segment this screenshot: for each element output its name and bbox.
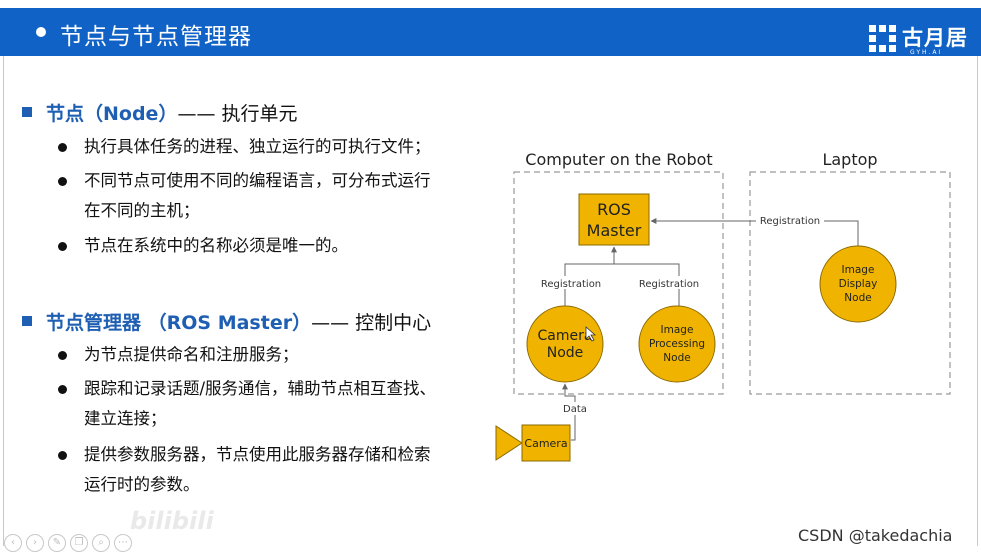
square-bullet-icon	[22, 316, 32, 326]
section-heading-rest: —— 控制中心	[311, 312, 432, 334]
list-item: 跟踪和记录话题/服务通信，辅助节点相互查找、 建立连接；	[58, 379, 437, 429]
csdn-credit: CSDN @takedachia	[798, 526, 953, 545]
image-processing-node-circle	[638, 305, 716, 383]
previous-icon[interactable]: ‹	[4, 534, 22, 552]
camera-node-label-2: Node	[547, 345, 584, 361]
bullet-dot-icon	[58, 451, 67, 460]
bullet-dot-icon	[58, 143, 67, 152]
list-item-text: 节点在系统中的名称必须是唯一的。	[84, 236, 348, 255]
image-processing-label-3: Node	[663, 352, 690, 364]
laptop-label: Laptop	[822, 150, 877, 169]
list-item-text-cont: 运行时的参数。	[84, 475, 200, 494]
image-processing-label-2: Processing	[649, 338, 705, 350]
list-item: 执行具体任务的进程、独立运行的可执行文件；	[58, 137, 431, 157]
laptop-registration-arrow	[650, 218, 859, 246]
frame-line-left	[3, 56, 4, 546]
data-label: Data	[563, 404, 587, 415]
list-item: 提供参数服务器，节点使用此服务器存储和检索 运行时的参数。	[58, 445, 431, 495]
logo-text: 古月居	[902, 26, 968, 50]
data-arrow	[562, 383, 576, 441]
square-bullet-icon	[22, 107, 32, 117]
ros-master-label-1: ROS	[597, 200, 631, 219]
label-bg	[756, 214, 824, 227]
registration-label-mid: Registration	[639, 279, 699, 290]
title-bullet-dot	[36, 27, 46, 37]
player-controls: ‹›✎❐⌕⋯	[4, 530, 136, 552]
image-display-label-2: Display	[839, 278, 878, 290]
camera-device-label: Camera	[524, 437, 567, 450]
section-heading-master: 节点管理器 （ROS Master）—— 控制中心	[22, 308, 431, 335]
next-icon[interactable]: ›	[26, 534, 44, 552]
robot-computer-box	[513, 171, 724, 395]
section-heading-node: 节点（Node）—— 执行单元	[22, 99, 298, 126]
list-item-text: 执行具体任务的进程、独立运行的可执行文件；	[84, 137, 431, 156]
list-item: 节点在系统中的名称必须是唯一的。	[58, 236, 348, 256]
pen-icon[interactable]: ✎	[48, 534, 66, 552]
list-item-text-cont: 建立连接；	[84, 409, 167, 428]
registration-label-laptop: Registration	[760, 216, 820, 227]
image-display-label-1: Image	[842, 264, 875, 276]
label-bg	[536, 276, 606, 289]
list-item-text: 提供参数服务器，节点使用此服务器存储和检索	[84, 445, 431, 464]
label-bg	[634, 276, 704, 289]
section-heading-bold: 节点（Node）	[46, 103, 178, 125]
label-bg	[561, 402, 589, 415]
zoom-icon[interactable]: ⌕	[92, 534, 110, 552]
bullet-dot-icon	[58, 385, 67, 394]
registration-label-left: Registration	[541, 279, 601, 290]
list-item: 为节点提供命名和注册服务；	[58, 345, 299, 365]
slide-title: 节点与节点管理器	[60, 24, 252, 50]
frame-line-right	[977, 56, 978, 546]
image-display-node-circle	[819, 245, 897, 323]
laptop-box	[749, 171, 951, 395]
brand-logo: 古月居 GYH.AI	[866, 22, 974, 58]
section-heading-rest: —— 执行单元	[177, 103, 298, 125]
title-bar: 节点与节点管理器 古月居 GYH.AI	[0, 8, 981, 56]
more-icon[interactable]: ⋯	[114, 534, 132, 552]
image-processing-label-1: Image	[661, 324, 694, 336]
list-item-text-cont: 在不同的主机；	[84, 201, 200, 220]
bullet-dot-icon	[58, 351, 67, 360]
camera-device-box	[521, 424, 571, 462]
list-item: 不同节点可使用不同的编程语言，可分布式运行 在不同的主机；	[58, 171, 431, 221]
list-item-text: 为节点提供命名和注册服务；	[84, 345, 299, 364]
ros-master-label-2: Master	[587, 221, 642, 240]
copy-icon[interactable]: ❐	[70, 534, 88, 552]
bilibili-watermark: bilibili	[130, 507, 214, 535]
logo-subtext: GYH.AI	[910, 49, 943, 56]
ros-master-box	[578, 193, 650, 246]
logo-mark-icon	[869, 25, 896, 52]
bullet-dot-icon	[58, 242, 67, 251]
list-item-text: 不同节点可使用不同的编程语言，可分布式运行	[84, 171, 431, 190]
camera-node-label-1: Camera	[538, 328, 593, 344]
list-item-text: 跟踪和记录话题/服务通信，辅助节点相互查找、	[84, 379, 437, 398]
section-heading-bold: 节点管理器 （ROS Master）	[46, 312, 312, 334]
bullet-dot-icon	[58, 177, 67, 186]
robot-computer-label: Computer on the Robot	[525, 150, 712, 169]
mouse-cursor-icon	[585, 326, 597, 342]
camera-node-circle	[526, 305, 604, 383]
camera-lens-icon	[495, 425, 523, 461]
image-display-label-3: Node	[844, 292, 871, 304]
